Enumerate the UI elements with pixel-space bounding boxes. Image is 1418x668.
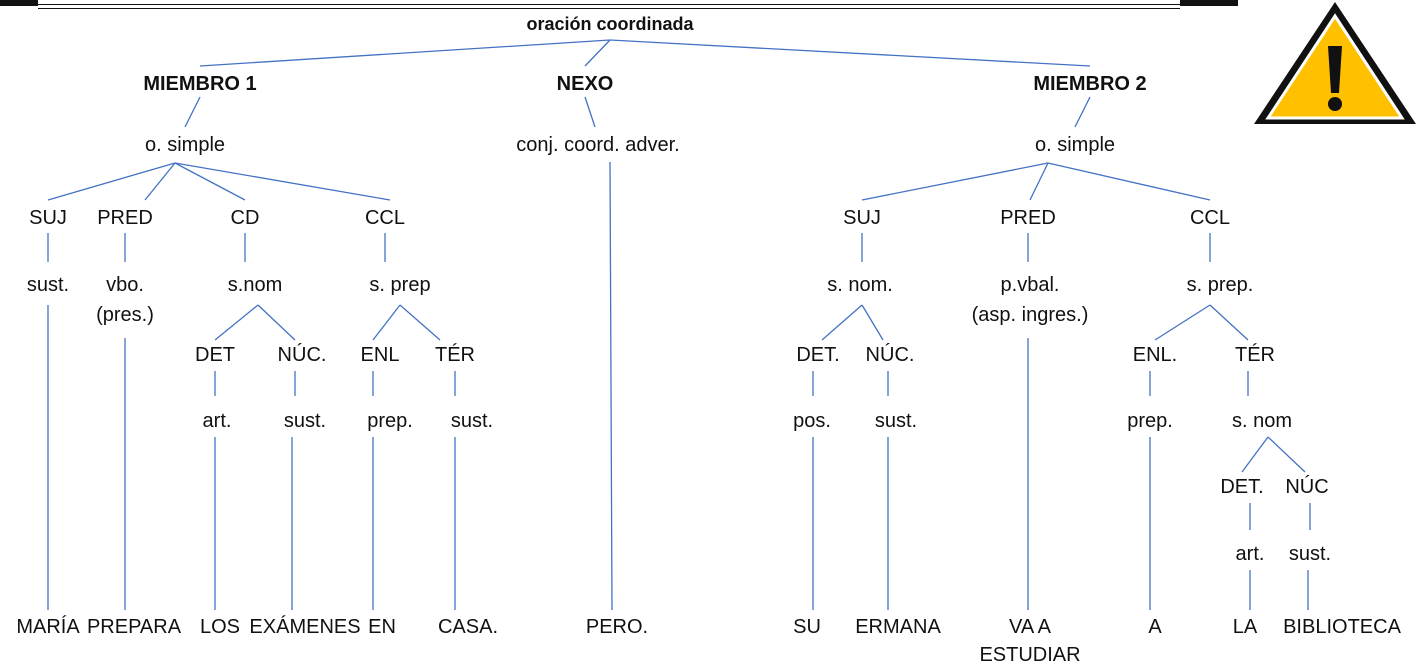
edge-m2-ccl-enl <box>1154 304 1211 341</box>
m1-ter-func: TÉR <box>435 344 475 366</box>
m1-ccl-func: CCL <box>364 207 406 229</box>
m2-pred-cat: p.vbal. <box>1000 274 1060 296</box>
m2-ter-nuc-func: NÚC <box>1285 476 1329 498</box>
m1-det-func: DET <box>195 344 235 366</box>
diagram-title: oración coordinada <box>526 14 694 34</box>
header-bar-left <box>0 0 38 6</box>
header-rule <box>38 4 1180 5</box>
word-la: LA <box>1232 616 1258 638</box>
m1-det-cat: art. <box>202 410 232 432</box>
m2-suj-cat: s. nom. <box>827 274 893 296</box>
m1-nuc-func: NÚC. <box>277 344 327 366</box>
m2-enl-func: ENL. <box>1132 344 1178 366</box>
m1-cd-cat: s.nom <box>227 274 283 296</box>
m2-ccl-func: CCL <box>1189 207 1231 229</box>
m1-nuc-cat: sust. <box>283 410 327 432</box>
m1-enl-cat: prep. <box>367 410 413 432</box>
nexo-word: PERO. <box>585 616 649 638</box>
edge-title-m1 <box>199 39 611 67</box>
member-1-type: o. simple <box>144 134 226 156</box>
edge-nexo-conj <box>584 96 596 128</box>
m2-ccl-cat: s. prep. <box>1186 274 1254 296</box>
m2-det-func: DET. <box>796 344 840 366</box>
word-ermana: ERMANA <box>855 616 941 638</box>
edge-m1-suj <box>47 162 176 201</box>
word-en: EN <box>368 616 396 638</box>
edge-nexo-word <box>609 161 613 611</box>
edge-m2-suj <box>861 162 1049 201</box>
m2-pred-func: PRED <box>1000 207 1056 229</box>
edge-m2-ter-nuc <box>1267 436 1306 473</box>
m1-pred-cat: vbo. <box>106 274 144 296</box>
m2-det-cat: pos. <box>793 410 831 432</box>
m2-nuc-func: NÚC. <box>865 344 915 366</box>
word-prepara: PREPARA <box>86 616 182 638</box>
word-maria: MARÍA <box>16 616 80 638</box>
member-1-label: MIEMBRO 1 <box>143 73 257 95</box>
nexo-label: NEXO <box>556 73 614 95</box>
word-estudiar: ESTUDIAR <box>979 644 1081 666</box>
word-los: LOS <box>199 616 241 638</box>
word-va-a: VA A <box>1009 616 1051 638</box>
edge-m1-cd-det <box>214 304 259 341</box>
edge-m2-ter-det <box>1241 436 1269 473</box>
m1-suj-cat: sust. <box>26 274 70 296</box>
edge-m2-ccl-ter <box>1209 304 1249 341</box>
m2-ter-nuc-cat: sust. <box>1288 543 1332 565</box>
m2-ter-cat: s. nom <box>1231 410 1293 432</box>
m2-enl-cat: prep. <box>1127 410 1173 432</box>
edge-m1-ccl-ter <box>399 304 441 341</box>
edge-m1-simple <box>184 96 201 128</box>
word-a: A <box>1148 616 1162 638</box>
m1-cd-func: CD <box>230 207 260 229</box>
m2-pred-cat2: (asp. ingres.) <box>971 304 1089 326</box>
edge-m1-ccl-enl <box>372 304 401 341</box>
edge-title-nexo <box>584 39 611 67</box>
member-2-label: MIEMBRO 2 <box>1033 73 1147 95</box>
edge-m1-cd-nuc <box>257 304 296 341</box>
m2-ter-func: TÉR <box>1235 344 1275 366</box>
member-2-type: o. simple <box>1034 134 1116 156</box>
m1-pred-cat2: (pres.) <box>96 304 154 326</box>
edge-m2-suj-nuc <box>861 304 884 341</box>
edge-m1-ccl <box>174 162 391 201</box>
word-biblioteca: BIBLIOTECA <box>1283 616 1401 638</box>
header-rule-secondary <box>38 8 1180 9</box>
edge-title-m2 <box>609 39 1091 67</box>
nexo-type: conj. coord. adver. <box>516 134 680 156</box>
edge-m1-cd <box>174 162 246 201</box>
m1-ccl-cat: s. prep <box>369 274 431 296</box>
edge-m2-ccl <box>1047 162 1211 201</box>
m1-pred-func: PRED <box>97 207 153 229</box>
m2-ter-det-func: DET. <box>1220 476 1264 498</box>
m1-ter-cat: sust. <box>450 410 494 432</box>
warning-icon <box>1254 2 1416 124</box>
m2-nuc-cat: sust. <box>874 410 918 432</box>
word-examenes: EXÁMENES <box>249 616 361 638</box>
m1-suj-func: SUJ <box>29 207 67 229</box>
edge-m2-suj-det <box>821 304 863 341</box>
m2-ter-det-cat: art. <box>1235 543 1265 565</box>
edge-m2-pred <box>1029 162 1049 201</box>
m1-enl-func: ENL <box>360 344 400 366</box>
header-bar-right <box>1180 0 1238 6</box>
word-casa: CASA. <box>437 616 499 638</box>
word-su: SU <box>793 616 821 638</box>
edge-m2-simple <box>1074 96 1091 128</box>
m2-suj-func: SUJ <box>843 207 881 229</box>
edge-m1-pred <box>144 162 176 201</box>
